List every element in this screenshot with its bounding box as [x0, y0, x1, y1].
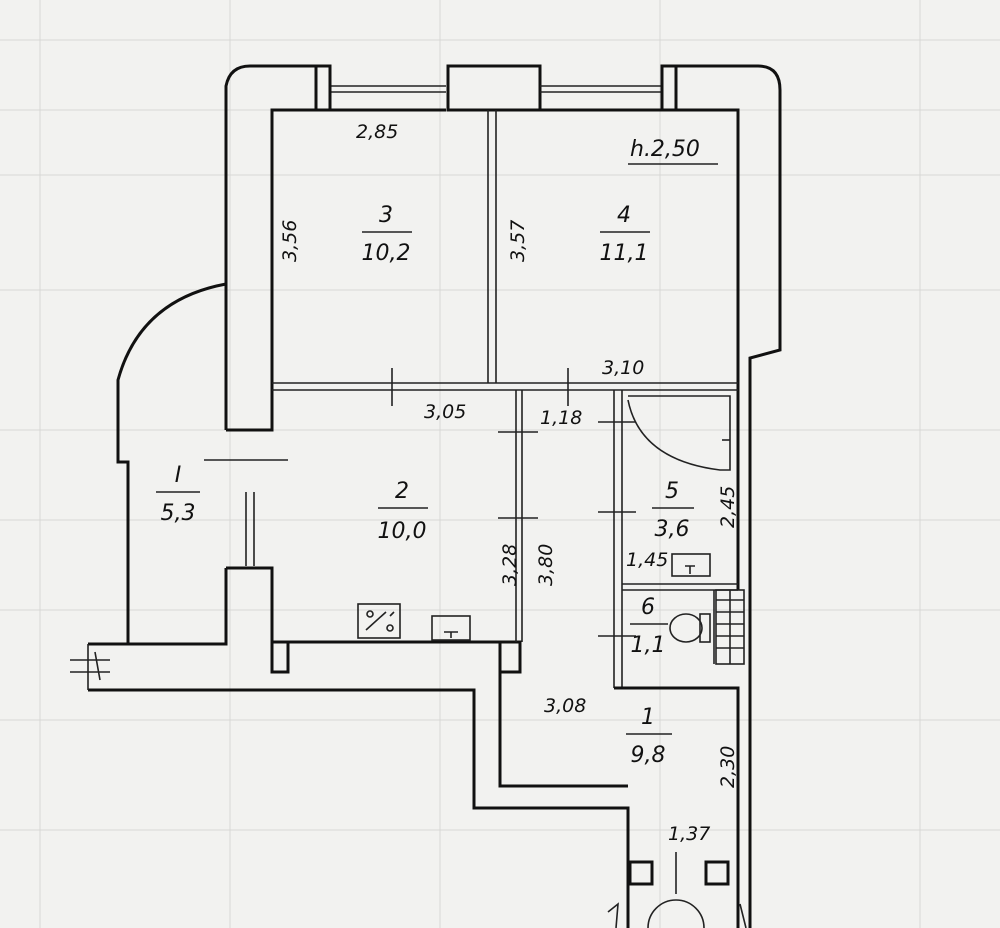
balcony-number: I: [175, 463, 182, 488]
room-5-area: 3,6: [655, 517, 690, 542]
dim-label: 2,45: [717, 486, 739, 528]
room-2-label: 2 10,0: [378, 479, 428, 544]
dim-label: 1,18: [540, 407, 582, 429]
dim-label: 3,57: [507, 220, 529, 262]
ceiling-height-label: h.2,50: [628, 137, 718, 165]
room-5-number: 5: [665, 479, 679, 504]
dim-label: 2,30: [717, 746, 739, 788]
room-6-label: 6 1,1: [630, 595, 668, 658]
room-5-label: 5 3,6: [652, 479, 694, 542]
room-3-number: 3: [379, 203, 393, 228]
room-1-area: 9,8: [631, 743, 666, 768]
room-1-number: 1: [641, 705, 655, 730]
walls: [70, 64, 782, 928]
room-labels: 3 10,2 4 11,1 2 10,0 5 3,6 6 1,1 1 9,8: [156, 203, 694, 768]
room-6-area: 1,1: [631, 633, 666, 658]
dim-label: 3,56: [279, 220, 301, 262]
room-6-number: 6: [641, 595, 655, 620]
dim-label: 2,85: [356, 121, 398, 143]
room-1-label: 1 9,8: [626, 705, 672, 768]
room-3-area: 10,2: [362, 241, 411, 266]
dim-label: 1,45: [626, 549, 668, 571]
dim-label: 3,05: [424, 401, 466, 423]
dim-label: 3,08: [544, 695, 586, 717]
dim-label: 3,10: [602, 357, 644, 379]
dimension-labels: 2,85 3,56 3,57 3,10 3,05 1,18 2,45 1,45 …: [279, 121, 739, 845]
dim-label: 1,37: [668, 823, 710, 845]
balcony-label: I 5,3: [156, 463, 200, 526]
balcony-area: 5,3: [161, 501, 196, 526]
room-2-number: 2: [395, 479, 409, 504]
ceiling-height: h.2,50: [630, 137, 700, 162]
dim-label: 3,28: [499, 544, 521, 586]
dimension-ticks: [204, 368, 677, 894]
room-3-label: 3 10,2: [362, 203, 412, 266]
room-4-number: 4: [617, 203, 631, 228]
dim-label: 3,80: [535, 544, 557, 586]
room-2-area: 10,0: [378, 519, 427, 544]
room-4-label: 4 11,1: [600, 203, 650, 266]
room-4-area: 11,1: [600, 241, 649, 266]
